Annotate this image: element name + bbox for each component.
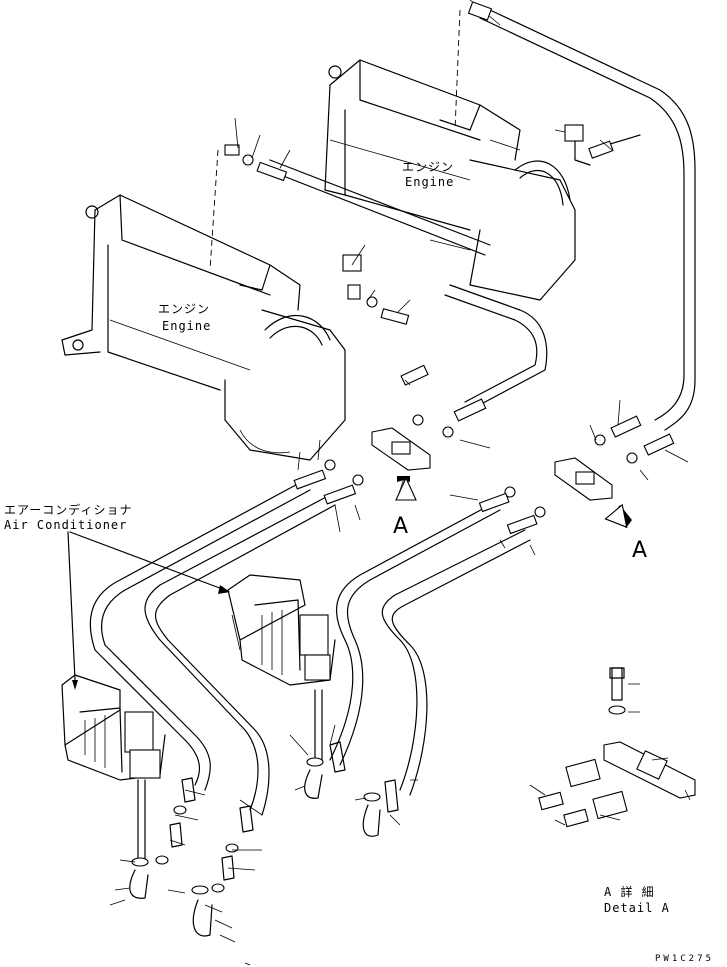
engine-fittings bbox=[224, 1, 614, 325]
engine-upper-label-jp: エンジン bbox=[402, 160, 455, 174]
part-leaders bbox=[109, 117, 691, 966]
label-arrows bbox=[67, 531, 230, 690]
air-conditioner-lower bbox=[61, 674, 166, 781]
valve-bracket-right bbox=[478, 415, 675, 535]
valve-bracket-left bbox=[293, 364, 487, 505]
view-arrow-label-right: A bbox=[632, 538, 648, 563]
hose-ends bbox=[129, 741, 399, 937]
engine-upper-label-en: Engine bbox=[405, 175, 455, 189]
drawing-code: PW1C275 bbox=[655, 954, 714, 964]
detail-a-label-en: Detail A bbox=[604, 901, 670, 915]
air-conditioner-label-en: Air Conditioner bbox=[4, 518, 128, 532]
leader-lines bbox=[209, 0, 501, 271]
view-arrows bbox=[395, 476, 632, 529]
detail-a-label-jp: A 詳 細 bbox=[604, 885, 655, 899]
engine-upper bbox=[324, 59, 576, 301]
air-conditioner-upper bbox=[227, 574, 336, 686]
air-conditioner-label-jp: エアーコンディショナ bbox=[4, 503, 133, 517]
hose-runs bbox=[89, 9, 696, 861]
engine-lower-label-en: Engine bbox=[162, 319, 212, 333]
engine-lower bbox=[61, 194, 346, 461]
view-arrow-label-left: A bbox=[393, 514, 409, 539]
engine-lower-label-jp: エンジン bbox=[158, 302, 211, 316]
detail-a bbox=[538, 667, 696, 828]
